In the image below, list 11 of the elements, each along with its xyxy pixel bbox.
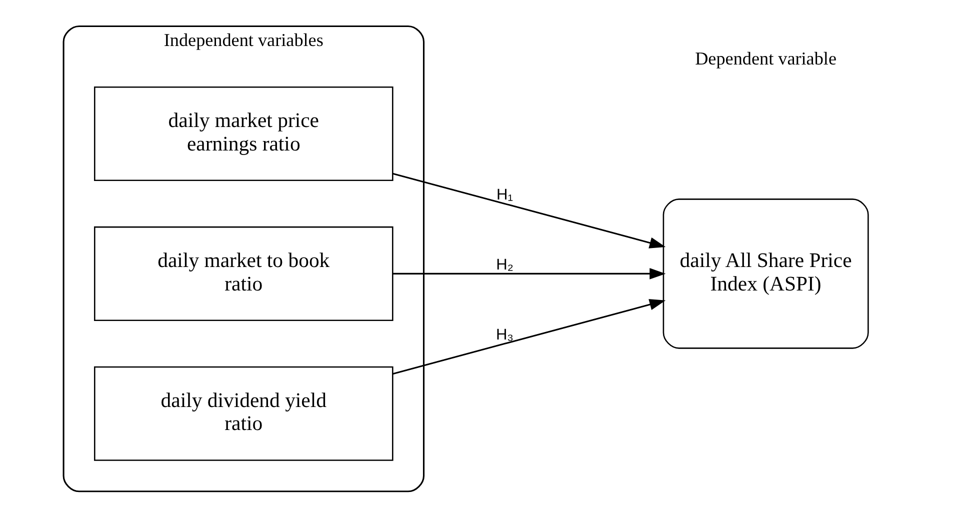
node-box: daily market price earnings ratio — [94, 86, 393, 182]
edge-label: H₁ — [496, 186, 512, 204]
node-box: daily All Share Price Index (ASPI) — [662, 198, 868, 349]
edge-label: H₃ — [495, 326, 514, 344]
node-box: daily dividend yield ratio — [94, 366, 393, 461]
arrow — [392, 172, 666, 248]
edge-label: H₂ — [496, 256, 513, 274]
label: Dependent variable — [694, 48, 836, 69]
arrow — [392, 268, 666, 280]
node-box: daily market to book ratio — [94, 226, 393, 321]
arrow — [392, 299, 666, 375]
